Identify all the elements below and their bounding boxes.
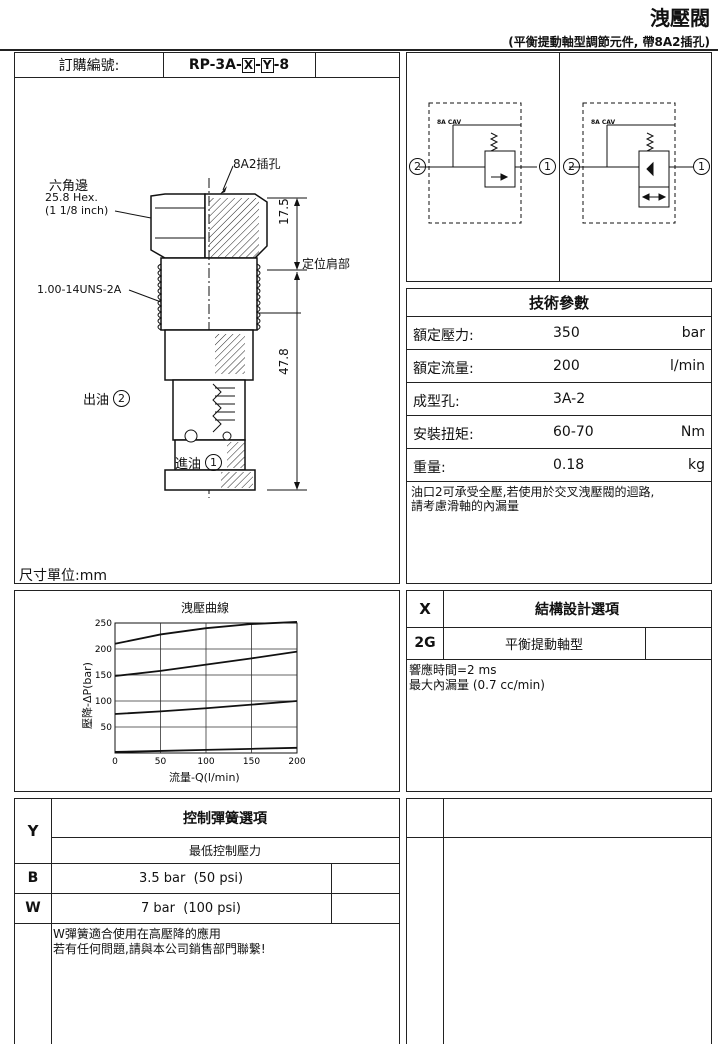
specs-note-2: 請考慮滑軸的內漏量 [411,499,520,513]
structure-option-desc: 平衡提動軸型 [504,637,583,653]
chart-title: 洩壓曲線 [181,601,230,615]
units-note: 尺寸單位:mm [19,568,107,584]
spring-option-w-desc: 7 bar (100 psi) [141,900,241,916]
x-tick-label: 150 [243,757,260,767]
spring-option-w-code: W [25,900,41,916]
cartridge-section-drawing [114,165,307,498]
symbol-right-port-1: 1 [693,158,710,175]
specs-note-1: 油口2可承受全壓,若使用於交叉洩壓閥的迴路, [411,485,655,499]
dimension-upper: 17.5 [277,198,291,225]
spring-option-b-desc: 3.5 bar (50 psi) [138,870,244,886]
inlet-label: 進油 1 [175,453,223,472]
structure-option-code: 2G [414,635,436,651]
dimension-lower: 47.8 [277,348,291,375]
outlet-text: 出油 [83,393,110,408]
structure-panel: X 結構設計選項 2G 平衡提動軸型 響應時間=2 ms 最大內漏量 (0.7 … [406,590,712,792]
y-tick-label: 50 [101,723,113,733]
series-line-2 [114,650,298,677]
symbol-right-cavity-tag: 8A CAV [591,119,616,126]
spring-panel: Y 控制彈簧選項 最低控制壓力 B 3.5 bar (50 psi) W 7 b… [14,798,400,1044]
spec-row: 安裝扭矩: 60-70 Nm [407,416,711,449]
structure-title: 結構設計選項 [535,602,619,618]
x-tick-label: 200 [288,757,305,767]
series-line-3 [114,700,298,715]
x-tick-label: 50 [155,757,167,767]
spring-note-1: W彈簧適合使用在高壓降的應用 [53,927,221,941]
spec-unit: Nm [680,424,705,440]
order-code-prefix: RP-3A- [188,57,242,73]
spec-label: 成型孔: [413,394,460,410]
locating-shoulder-label: 定位肩部 [302,257,351,271]
spec-label: 額定流量: [413,361,474,377]
spec-value: 200 [553,358,580,374]
chart-panel: 洩壓曲線 0 50 100 150 200 50 100 150 200 250 流量-Q(l/m… [14,590,400,792]
spec-value: 3A-2 [553,391,586,407]
y-tick-label: 250 [95,619,112,629]
outlet-label: 出油 2 [83,389,131,408]
outlet-port: 2 [113,390,131,407]
spec-label: 額定壓力: [413,328,474,344]
order-code-suffix: -8 [273,57,290,73]
page-subtitle: (平衡提動軸型調節元件, 帶8A2插孔) [508,35,710,49]
spring-option-b-code: B [27,870,39,886]
pressure-curve-chart: 0 50 100 150 200 50 100 150 200 250 [95,619,306,767]
symbol-panel: 8A CAV 8A CAV 2 1 2 1 [406,52,712,282]
series-line-4 [114,746,298,753]
inlet-text: 進油 [175,457,202,472]
drawing-panel: 訂購編號: RP-3A- X - Y -8 [14,52,400,584]
symbol-left-port-2: 2 [409,158,426,175]
chart-y-label: 壓降-ΔP(bar) [81,662,94,729]
y-tick-label: 200 [95,645,112,655]
y-tick-label: 150 [95,671,112,681]
spec-unit: kg [688,457,705,473]
spec-value: 60-70 [553,424,594,440]
structure-note-2: 最大內漏量 (0.7 cc/min) [409,678,545,692]
y-tick-label: 100 [95,697,112,707]
series-line-1 [114,621,298,645]
order-code-x: X [241,57,256,73]
order-code-y: Y [260,57,274,73]
spec-row: 額定壓力: 350 bar [407,317,711,350]
hex-label: 六角邊 [49,179,89,194]
spec-value: 0.18 [553,457,585,473]
chart-x-label: 流量-Q(l/min) [169,771,240,784]
page-title: 洩壓閥 [650,6,710,30]
spec-label: 安裝扭矩: [413,427,474,443]
symbol-left-cavity-tag: 8A CAV [437,119,462,126]
spec-row: 重量: 0.18 kg [407,449,711,482]
hex-inch: (1 1/8 inch) [45,204,109,217]
spring-note-2: 若有任何問題,請與本公司銷售部門聯繫! [53,942,266,956]
thread-label: 1.00-14UNS-2A [37,283,122,296]
symbol-right-port-2: 2 [563,158,580,175]
order-code-label: 訂購編號: [58,58,120,74]
order-code: RP-3A- X - Y -8 [163,53,315,77]
blank-option-panel [406,798,712,1044]
specs-panel: 技術參數 額定壓力: 350 bar 額定流量: 200 l/min 成型孔: 3A-2 安裝扭… [406,288,712,584]
symbol-right [569,102,693,224]
hex-size: 25.8 Hex. [45,191,98,204]
spring-subtitle: 最低控制壓力 [188,843,261,858]
spec-label: 重量: [413,460,446,476]
header-rule [0,49,718,51]
spec-row: 成型孔: 3A-2 [407,383,711,416]
x-tick-label: 100 [197,757,214,767]
spring-title: 控制彈簧選項 [183,811,267,827]
spec-unit: bar [681,325,705,341]
spring-code: Y [27,822,39,840]
x-tick-label: 0 [112,757,118,767]
inlet-port: 1 [205,454,223,471]
structure-note-1: 響應時間=2 ms [409,663,497,677]
symbol-left-port-1: 1 [539,158,556,175]
specs-title: 技術參數 [407,289,711,317]
symbol-left [419,102,537,224]
order-code-dash: - [255,57,261,73]
spec-unit: l/min [669,358,705,374]
structure-code: X [419,600,431,618]
cavity-label: 8A2插孔 [233,157,281,171]
spec-value: 350 [553,325,580,341]
hydraulic-symbols [419,102,693,224]
spec-row: 額定流量: 200 l/min [407,350,711,383]
